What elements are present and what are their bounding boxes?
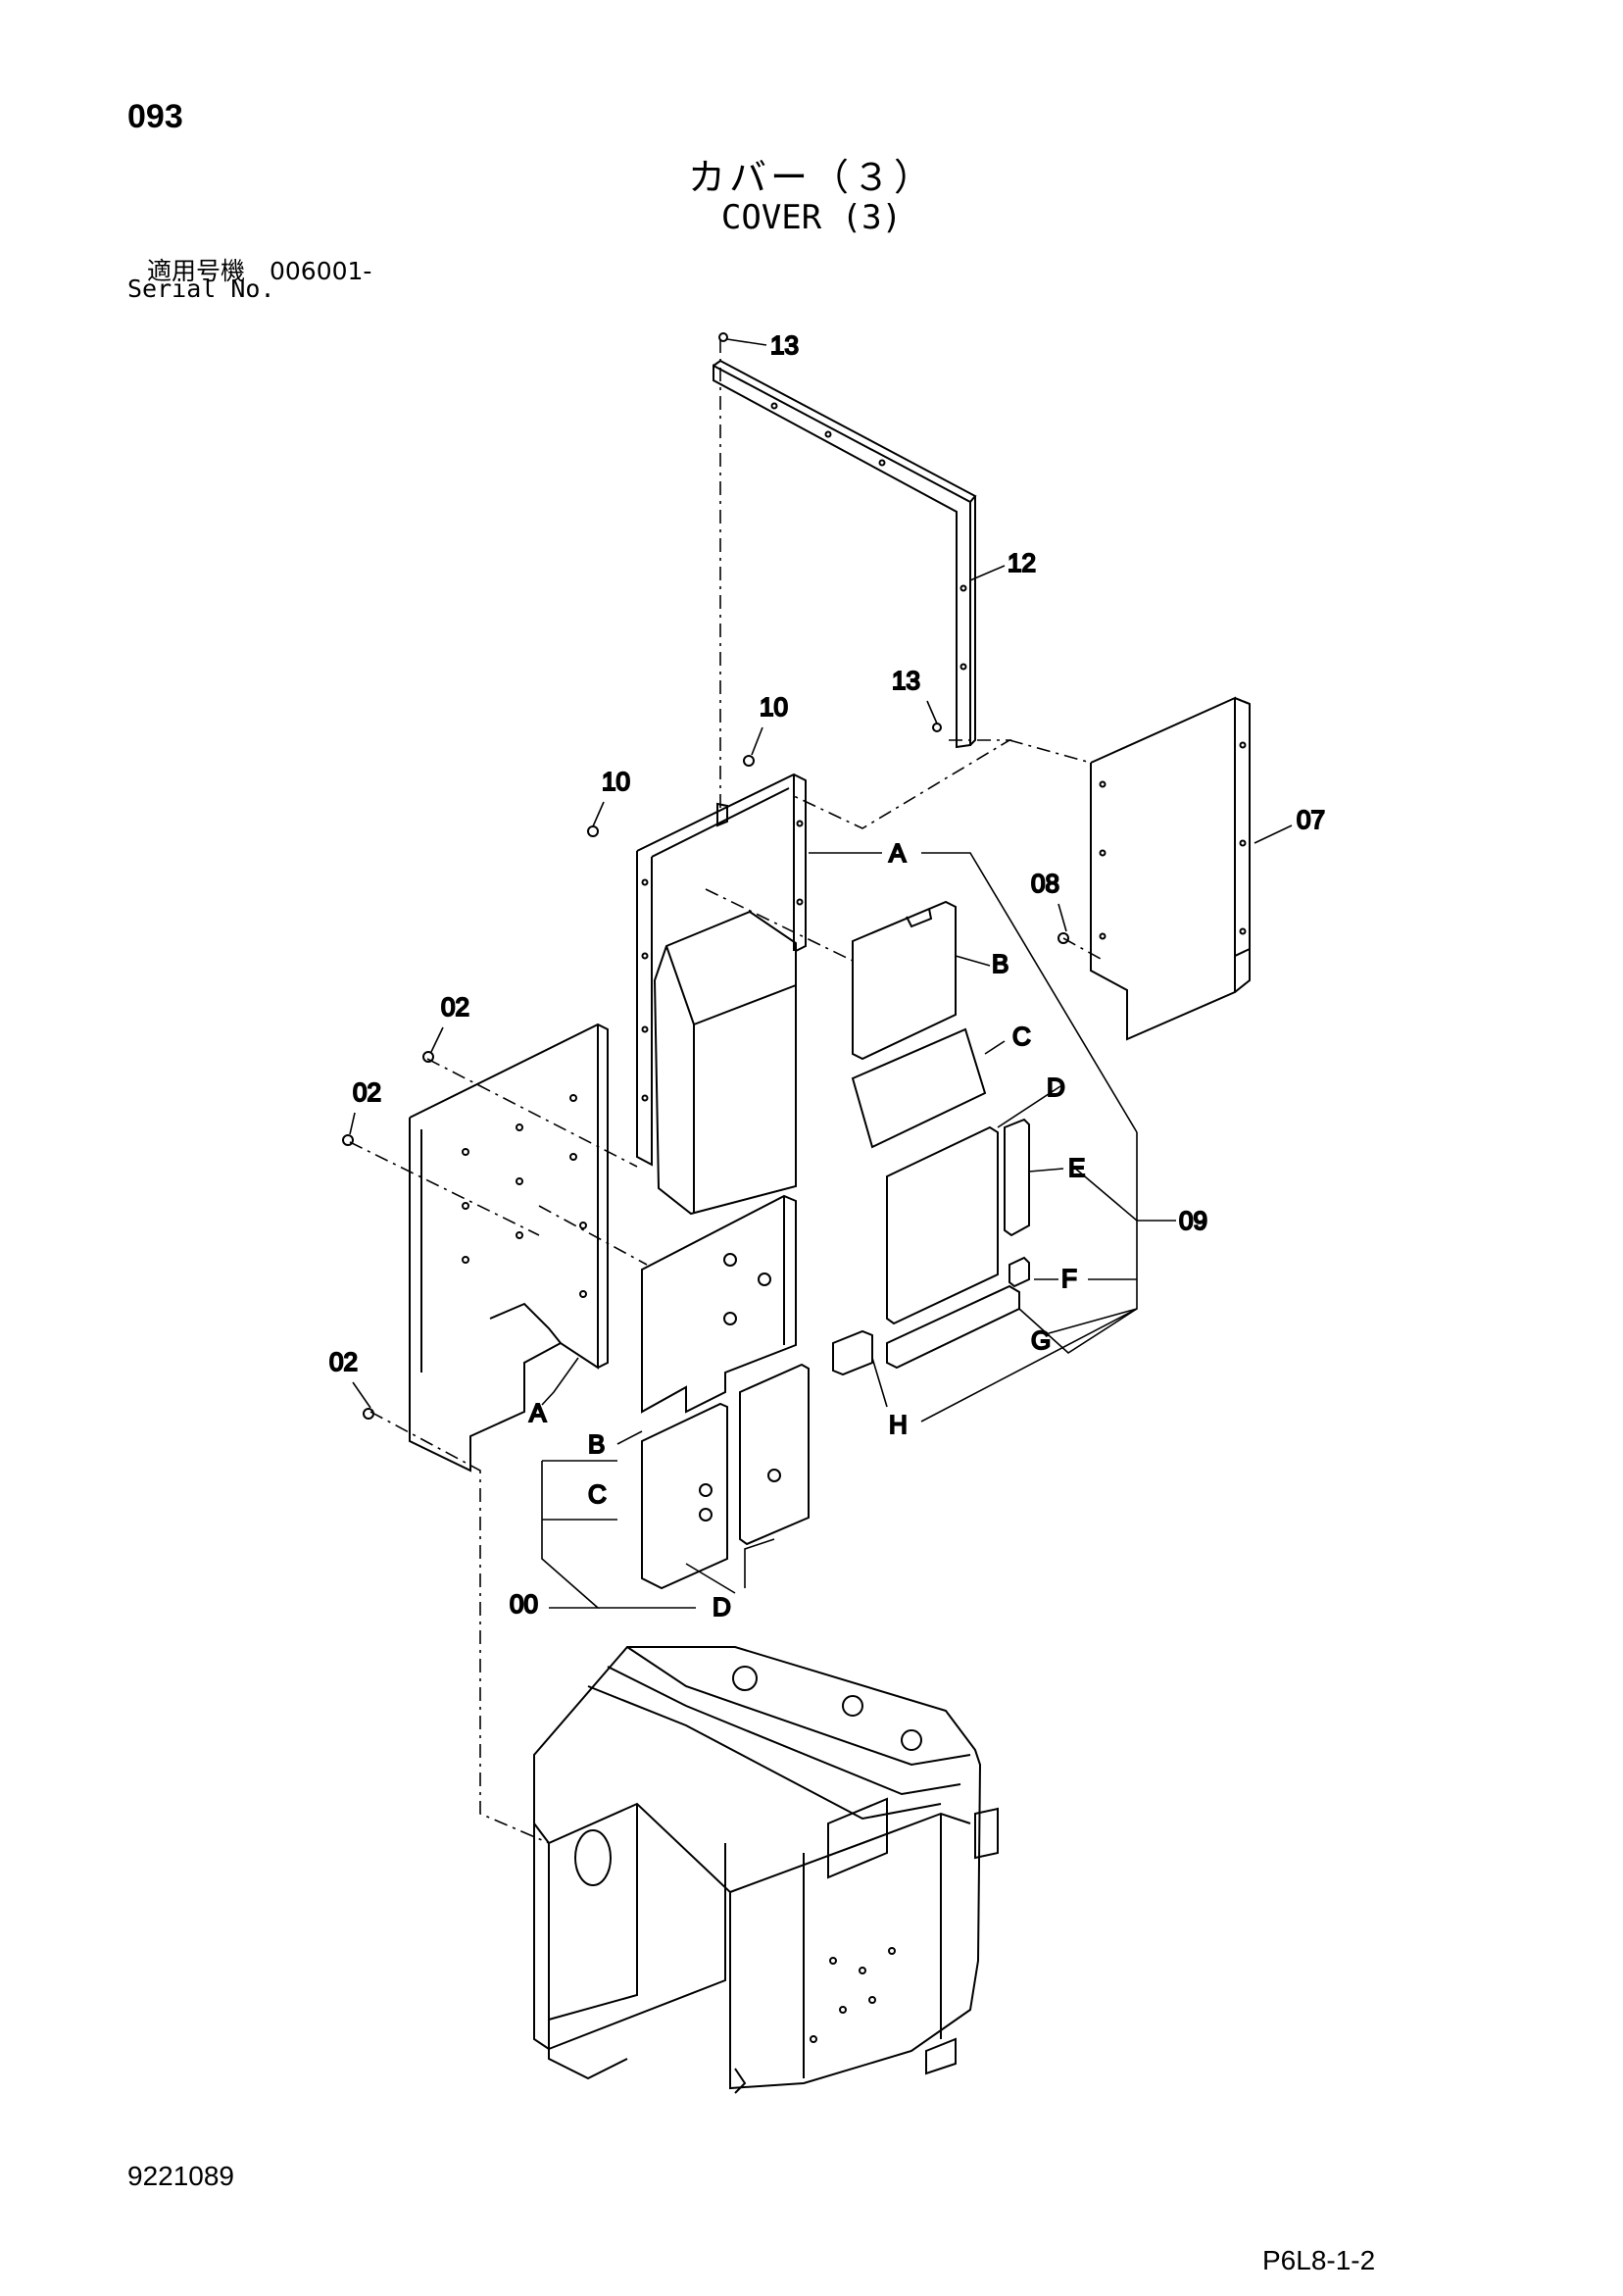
callout-02-bottom: 02 [329, 1347, 358, 1376]
callout-02-top: 02 [441, 992, 469, 1022]
callout-13-lower: 13 [892, 666, 920, 695]
callout-07: 07 [1297, 805, 1325, 834]
assembly-dashed-lines [349, 339, 1102, 1844]
leader-lines [349, 338, 1293, 1609]
callout-c-left: C [588, 1479, 607, 1509]
callout-g-right: G [1031, 1325, 1051, 1355]
callout-c-right: C [1012, 1022, 1031, 1051]
fasteners [342, 332, 1069, 1420]
callout-d-left: D [713, 1592, 731, 1622]
callout-02-middle: 02 [353, 1077, 381, 1107]
left-side-panel [409, 1023, 609, 1472]
callout-h-right: H [889, 1410, 908, 1439]
callout-a-right: A [889, 838, 907, 868]
page-code: P6L8-1-2 [1262, 2245, 1376, 2275]
drawing-number: 9221089 [127, 2161, 235, 2191]
part-12-top-bracket [713, 359, 977, 749]
part-10-center-panel [636, 773, 807, 1216]
callout-00: 00 [510, 1589, 538, 1619]
left-foam-pads [641, 1194, 810, 1590]
callout-09: 09 [1179, 1206, 1207, 1235]
callout-f-right: F [1061, 1264, 1077, 1293]
callout-b-left: B [588, 1429, 605, 1459]
page-title-japanese: カバー（３） [687, 156, 935, 199]
serial-range-japanese: 適用号機 006001- [147, 257, 372, 285]
callout-08: 08 [1031, 869, 1059, 898]
serial-label-english: Serial No. [127, 275, 275, 303]
callout-d-right: D [1047, 1073, 1065, 1102]
right-foam-pads [832, 900, 1030, 1376]
callout-12: 12 [1008, 548, 1036, 577]
callout-e-right: E [1068, 1153, 1085, 1182]
radiator-housing [533, 1646, 999, 2094]
page-number: 093 [127, 98, 183, 135]
callout-10-lower: 10 [602, 767, 630, 796]
callout-b-right: B [992, 949, 1008, 978]
callout-10-upper: 10 [760, 692, 788, 722]
page-title-english: COVER (3) [720, 198, 903, 237]
callout-a-left: A [529, 1398, 547, 1427]
callout-13-top: 13 [770, 330, 799, 360]
part-07-right-panel [1090, 696, 1251, 1041]
